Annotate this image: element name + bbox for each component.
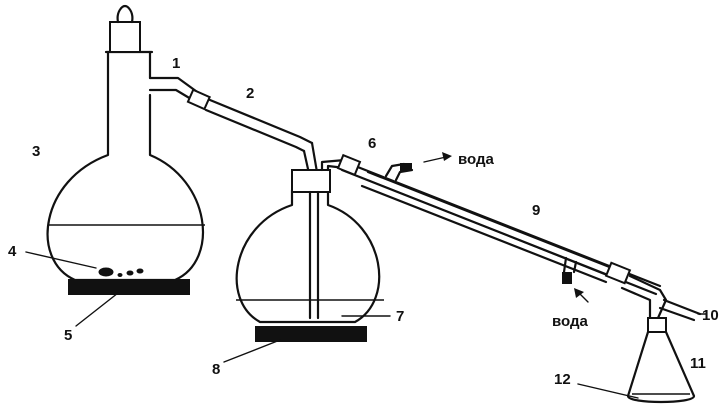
water-inlet-nozzle — [562, 256, 578, 284]
water-outlet-nozzle — [384, 162, 414, 182]
label-7: 7 — [396, 308, 404, 325]
tube-connector — [186, 88, 211, 111]
label-6: 6 — [368, 135, 376, 152]
connector-6 — [336, 153, 362, 177]
leader-lines — [25, 251, 707, 399]
boiling-chips — [98, 267, 144, 277]
label-11: 11 — [690, 355, 706, 372]
adapter-allonge — [620, 274, 702, 322]
label-5: 5 — [64, 327, 72, 344]
water-in-arrow — [574, 288, 589, 303]
stopper-flask-3 — [109, 4, 141, 53]
label-9: 9 — [532, 202, 540, 219]
heater-plate-5 — [68, 279, 190, 295]
stopper-flask-7 — [291, 169, 331, 193]
label-10: 10 — [702, 307, 719, 324]
label-4: 4 — [8, 243, 17, 260]
label-3: 3 — [32, 143, 40, 160]
inlet-tube-flask-7 — [308, 190, 320, 320]
connector-lower — [604, 261, 632, 285]
label-water-in: вода — [552, 313, 589, 330]
label-water-out: вода — [458, 151, 495, 168]
heater-plate-8 — [255, 326, 367, 342]
label-2: 2 — [246, 85, 254, 102]
steam-generator-flask — [46, 50, 205, 282]
label-12: 12 — [554, 371, 571, 388]
receiver-flask — [626, 317, 696, 404]
label-1: 1 — [172, 55, 180, 72]
steam-tube — [148, 76, 320, 180]
label-8: 8 — [212, 361, 220, 378]
water-out-arrow — [423, 152, 452, 163]
